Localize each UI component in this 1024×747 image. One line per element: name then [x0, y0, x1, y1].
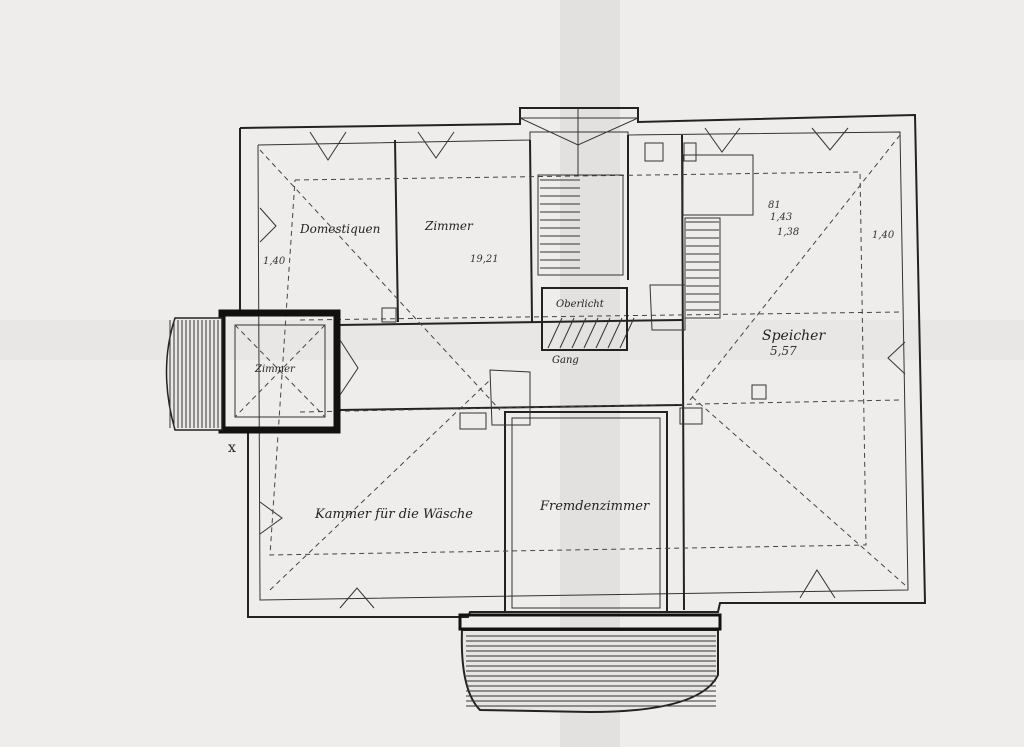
- label-kammer: Kammer für die Wäsche: [314, 507, 473, 522]
- fold-shadow: [560, 0, 620, 747]
- dormers: [259, 127, 906, 609]
- label-domestiquen: Domestiquen: [299, 222, 380, 236]
- cross-mark: x: [228, 440, 236, 456]
- label-zimmer: Zimmer: [424, 219, 474, 233]
- dim-right-width: 1,40: [872, 230, 895, 241]
- label-speicher: Speicher: [762, 328, 826, 344]
- hatch-line: [619, 317, 635, 349]
- chimneys: [381, 142, 767, 430]
- tower-room: [165, 309, 341, 434]
- label-fremdenzimmer: Fremdenzimmer: [539, 499, 650, 514]
- staircase: [519, 108, 754, 319]
- label-oberlicht: Oberlicht: [556, 299, 605, 310]
- dim-left-width: 1,40: [263, 256, 286, 267]
- hatch-line: [595, 317, 611, 349]
- dim-stair-c: 1,38: [777, 227, 799, 238]
- area-zimmer: 19,21: [470, 254, 499, 265]
- label-tower-room: Zimmer: [254, 364, 296, 375]
- hatch-line: [607, 317, 623, 349]
- label-gang: Gang: [552, 355, 579, 366]
- fold-shadow-horizontal: [0, 320, 1024, 360]
- hatch-line: [583, 317, 599, 349]
- interior-walls: [337, 134, 685, 613]
- dim-stair-a: 81: [768, 200, 781, 211]
- dim-stair-b: 1,43: [770, 212, 792, 223]
- hatch-line: [571, 317, 587, 349]
- balcony: [458, 613, 722, 714]
- area-speicher: 5,57: [770, 344, 797, 358]
- hatch-line: [559, 317, 575, 349]
- hatch-line: [547, 317, 563, 349]
- skylight: [541, 287, 635, 351]
